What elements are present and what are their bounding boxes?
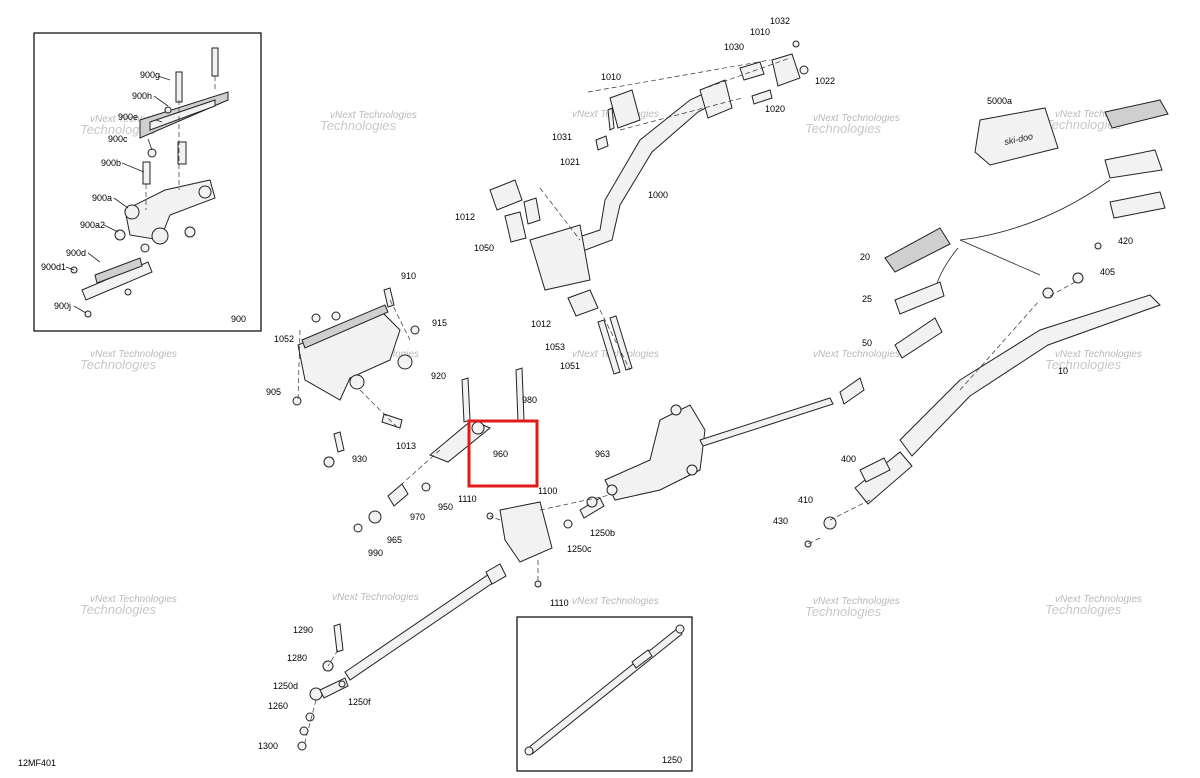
handlebar-assembly: ski-doo <box>804 99 1169 548</box>
watermark: vNext Technologies <box>90 594 177 605</box>
steering-arm-assembly <box>297 397 834 751</box>
watermark: Technologies <box>320 118 397 133</box>
callout-1250c: 1250c <box>567 544 592 554</box>
callout-1052: 1052 <box>274 334 294 344</box>
callout-900c: 900c <box>108 134 128 144</box>
callout-1030: 1030 <box>724 42 744 52</box>
callout-1250b: 1250b <box>590 528 615 538</box>
callout-1050: 1050 <box>474 243 494 253</box>
watermark: vNext Technologies <box>572 596 659 607</box>
callout-20: 20 <box>860 252 870 262</box>
callout-25: 25 <box>862 294 872 304</box>
callout-1012-lower: 1012 <box>531 319 551 329</box>
inset-box-900 <box>33 32 262 332</box>
callout-900a2: 900a2 <box>80 220 105 230</box>
callout-400: 400 <box>841 454 856 464</box>
inset-label-900: 900 <box>231 314 246 324</box>
watermark: Technologies <box>1045 117 1122 132</box>
callout-1012-upper: 1012 <box>455 212 475 222</box>
callout-10: 10 <box>1058 366 1068 376</box>
callout-1031: 1031 <box>552 132 572 142</box>
callout-980: 980 <box>522 395 537 405</box>
watermark: Technologies <box>805 121 882 136</box>
callout-930: 930 <box>352 454 367 464</box>
watermark: Technologies <box>80 122 157 137</box>
callout-5000a: 5000a <box>987 96 1012 106</box>
callout-905: 905 <box>266 387 281 397</box>
inset-900-parts <box>65 47 229 318</box>
callout-1110-upper: 1110 <box>458 494 477 504</box>
watermark: vNext Technologies <box>572 349 659 360</box>
callout-410: 410 <box>798 495 813 505</box>
callout-963: 963 <box>595 449 610 459</box>
callout-960: 960 <box>493 449 508 459</box>
inset-box-1250 <box>516 616 693 772</box>
watermark: vNext Technologies <box>90 114 177 125</box>
callout-50: 50 <box>862 338 872 348</box>
callout-1013: 1013 <box>396 441 416 451</box>
inset-1250-parts <box>524 624 685 756</box>
steering-column-upper <box>489 40 809 375</box>
callout-1021: 1021 <box>560 157 580 167</box>
callout-420: 420 <box>1118 236 1133 246</box>
callout-1053: 1053 <box>545 342 565 352</box>
watermark: Technologies <box>1045 357 1122 372</box>
watermark: vNext Technologies <box>1055 349 1142 360</box>
callout-915: 915 <box>432 318 447 328</box>
callout-900h: 900h <box>132 91 152 101</box>
callout-900b: 900b <box>101 158 121 168</box>
watermark: vNext Technologies <box>330 110 417 121</box>
callout-1020: 1020 <box>765 104 785 114</box>
callout-950: 950 <box>438 502 453 512</box>
inset-label-1250: 1250 <box>662 755 682 765</box>
watermark: vNext Technologies <box>332 592 419 603</box>
callout-910: 910 <box>401 271 416 281</box>
callout-1000: 1000 <box>648 190 668 200</box>
watermark: Technologies <box>80 357 157 372</box>
watermark: vNext Technologies <box>813 596 900 607</box>
callout-965: 965 <box>387 535 402 545</box>
watermark: vNext Technologies <box>813 349 900 360</box>
callout-1032: 1032 <box>770 16 790 26</box>
watermark: Technologies <box>80 602 157 617</box>
support-assembly <box>292 287 525 533</box>
callout-1022: 1022 <box>815 76 835 86</box>
callout-430: 430 <box>773 516 788 526</box>
watermark: Technologies <box>805 604 882 619</box>
callout-405: 405 <box>1100 267 1115 277</box>
highlight-box-960 <box>467 419 539 488</box>
callout-900e: 900e <box>118 112 138 122</box>
callout-900d: 900d <box>66 248 86 258</box>
watermark: vNext Technologies <box>813 113 900 124</box>
watermark: vNext Technologies <box>1055 109 1142 120</box>
callout-970: 970 <box>410 512 425 522</box>
callout-1250f: 1250f <box>348 697 371 707</box>
diagram-id: 12MF401 <box>18 758 56 768</box>
callout-1051: 1051 <box>560 361 580 371</box>
watermark: vNext Technologies <box>90 349 177 360</box>
callout-1280: 1280 <box>287 653 307 663</box>
watermarks: vNext Technologies Technologies vNext Te… <box>80 109 1142 619</box>
callout-920: 920 <box>431 371 446 381</box>
callout-1110-lower: 1110 <box>550 598 569 608</box>
callout-900j: 900j <box>54 301 71 311</box>
callout-1290: 1290 <box>293 625 313 635</box>
callout-1250d: 1250d <box>273 681 298 691</box>
callout-990: 990 <box>368 548 383 558</box>
callout-900g: 900g <box>140 70 160 80</box>
watermark: vNext Technologies <box>1055 594 1142 605</box>
watermark: Technologies <box>1045 602 1122 617</box>
callout-1300: 1300 <box>258 741 278 751</box>
callout-1010-upper: 1010 <box>750 27 770 37</box>
callout-1260: 1260 <box>268 701 288 711</box>
callout-1010-left: 1010 <box>601 72 621 82</box>
callout-1100: 1100 <box>538 486 557 496</box>
callout-900a: 900a <box>92 193 112 203</box>
callout-900d1: 900d1 <box>41 262 66 272</box>
